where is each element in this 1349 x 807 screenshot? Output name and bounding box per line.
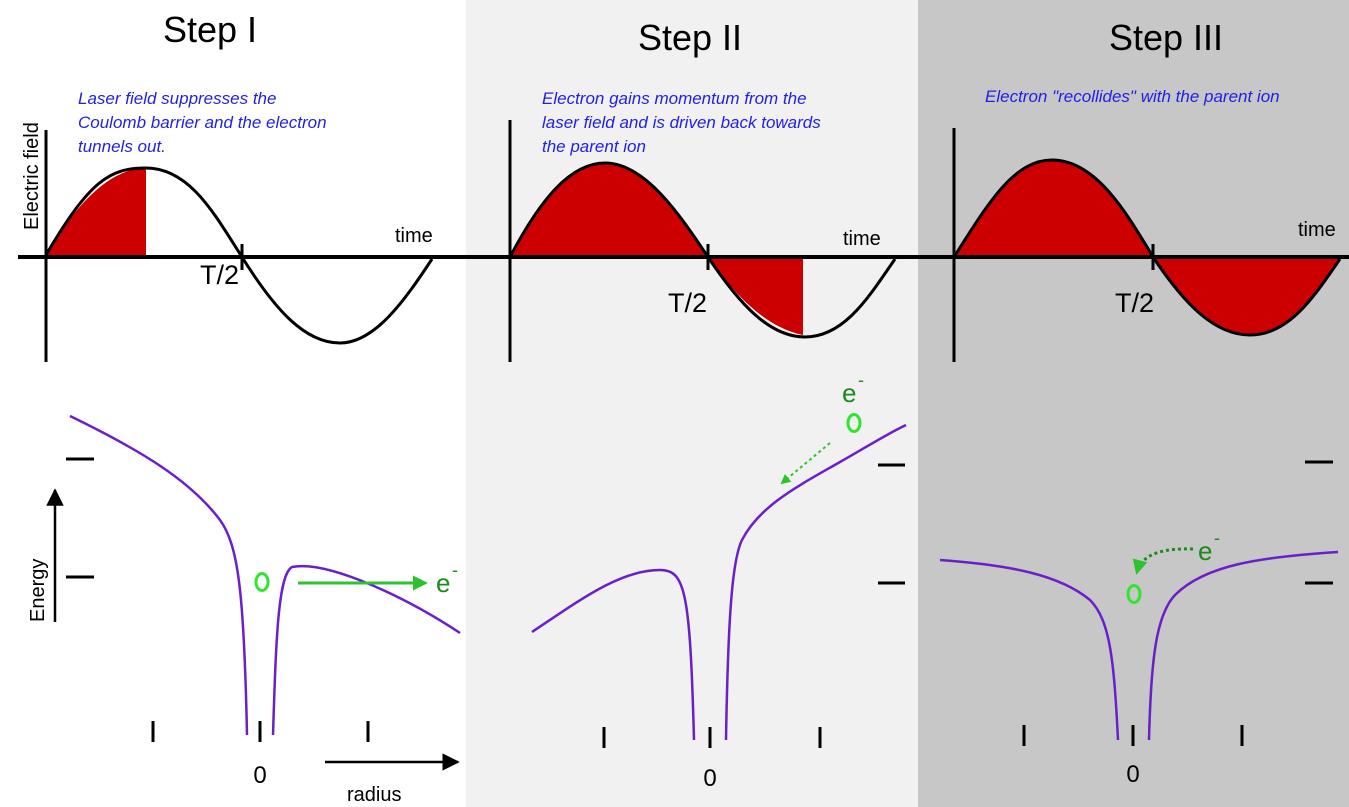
- step-1-potential-curve-right: [271, 564, 461, 736]
- step-2-description-line-2: laser field and is driven back towards: [542, 113, 821, 132]
- step-1-description-line-2: Coulomb barrier and the electron: [78, 113, 327, 132]
- step-1-field-plot: T/2 time: [18, 130, 500, 362]
- step-2-electron-marker: [846, 413, 862, 433]
- step-1-tunnel-fill: [46, 168, 146, 255]
- step-2-description-line-1: Electron gains momentum from the: [542, 89, 807, 108]
- step-3-zero-label: 0: [1126, 761, 1139, 788]
- step-2-potential-plot: e - 0: [531, 370, 907, 792]
- step-3-title: Step III: [1109, 17, 1223, 58]
- step-1-potential-curve-left: [69, 414, 249, 736]
- step-2-half-period-label: T/2: [668, 288, 707, 318]
- panel-3-background: [918, 0, 1349, 807]
- step-2-potential-curve-right: [724, 423, 907, 741]
- step-2-description-line-3: the parent ion: [542, 137, 646, 156]
- step-3-electron-charge: -: [1214, 528, 1220, 548]
- step-3-field-plot: T/2 time: [918, 128, 1349, 362]
- step-3-electron-label: e: [1198, 536, 1212, 566]
- step-3-electron-recollision-arrow: [1132, 547, 1194, 575]
- step-1-half-period-label: T/2: [200, 260, 239, 290]
- step-2-electron-charge: -: [858, 370, 864, 390]
- step-3-electron-marker: [1126, 584, 1142, 604]
- step-1-time-label: time: [395, 225, 433, 247]
- radius-axis-label: radius: [347, 784, 401, 806]
- step-3-time-label: time: [1298, 219, 1336, 241]
- step-2-electron-label: e: [842, 378, 856, 408]
- step-2-potential-curve-left: [531, 568, 696, 741]
- step-3-potential-plot: e - 0: [939, 460, 1339, 788]
- step-1-description-line-1: Laser field suppresses the: [78, 89, 276, 108]
- step-1-electron-charge: -: [452, 560, 458, 580]
- step-2-momentum-fill-negative: [708, 257, 803, 335]
- step-3-potential-curve-right: [1147, 550, 1339, 741]
- step-1-electron-label: e: [436, 568, 450, 598]
- step-2-electron-return-arrow: [780, 442, 831, 485]
- step-3-description-line-1: Electron "recollides" with the parent io…: [985, 87, 1280, 106]
- energy-axis-label: Energy: [27, 559, 49, 622]
- step-3-half-period-label: T/2: [1115, 288, 1154, 318]
- step-2-title: Step II: [638, 17, 742, 58]
- step-2-field-plot: T/2 time: [466, 120, 945, 362]
- step-1-description-line-3: tunnels out.: [78, 137, 166, 156]
- step-1-title: Step I: [163, 9, 257, 50]
- step-2-zero-label: 0: [703, 765, 716, 792]
- electric-field-axis-label: Electric field: [21, 122, 43, 230]
- step-1-electron-marker: [254, 572, 270, 592]
- step-3-potential-curve-left: [939, 558, 1120, 741]
- step-1-zero-label: 0: [253, 762, 266, 789]
- step-1-potential-plot: e - 0 radius: [66, 414, 461, 806]
- step-3-fill-positive: [954, 160, 1153, 257]
- panel-1-background: [0, 0, 466, 807]
- step-2-time-label: time: [843, 228, 881, 250]
